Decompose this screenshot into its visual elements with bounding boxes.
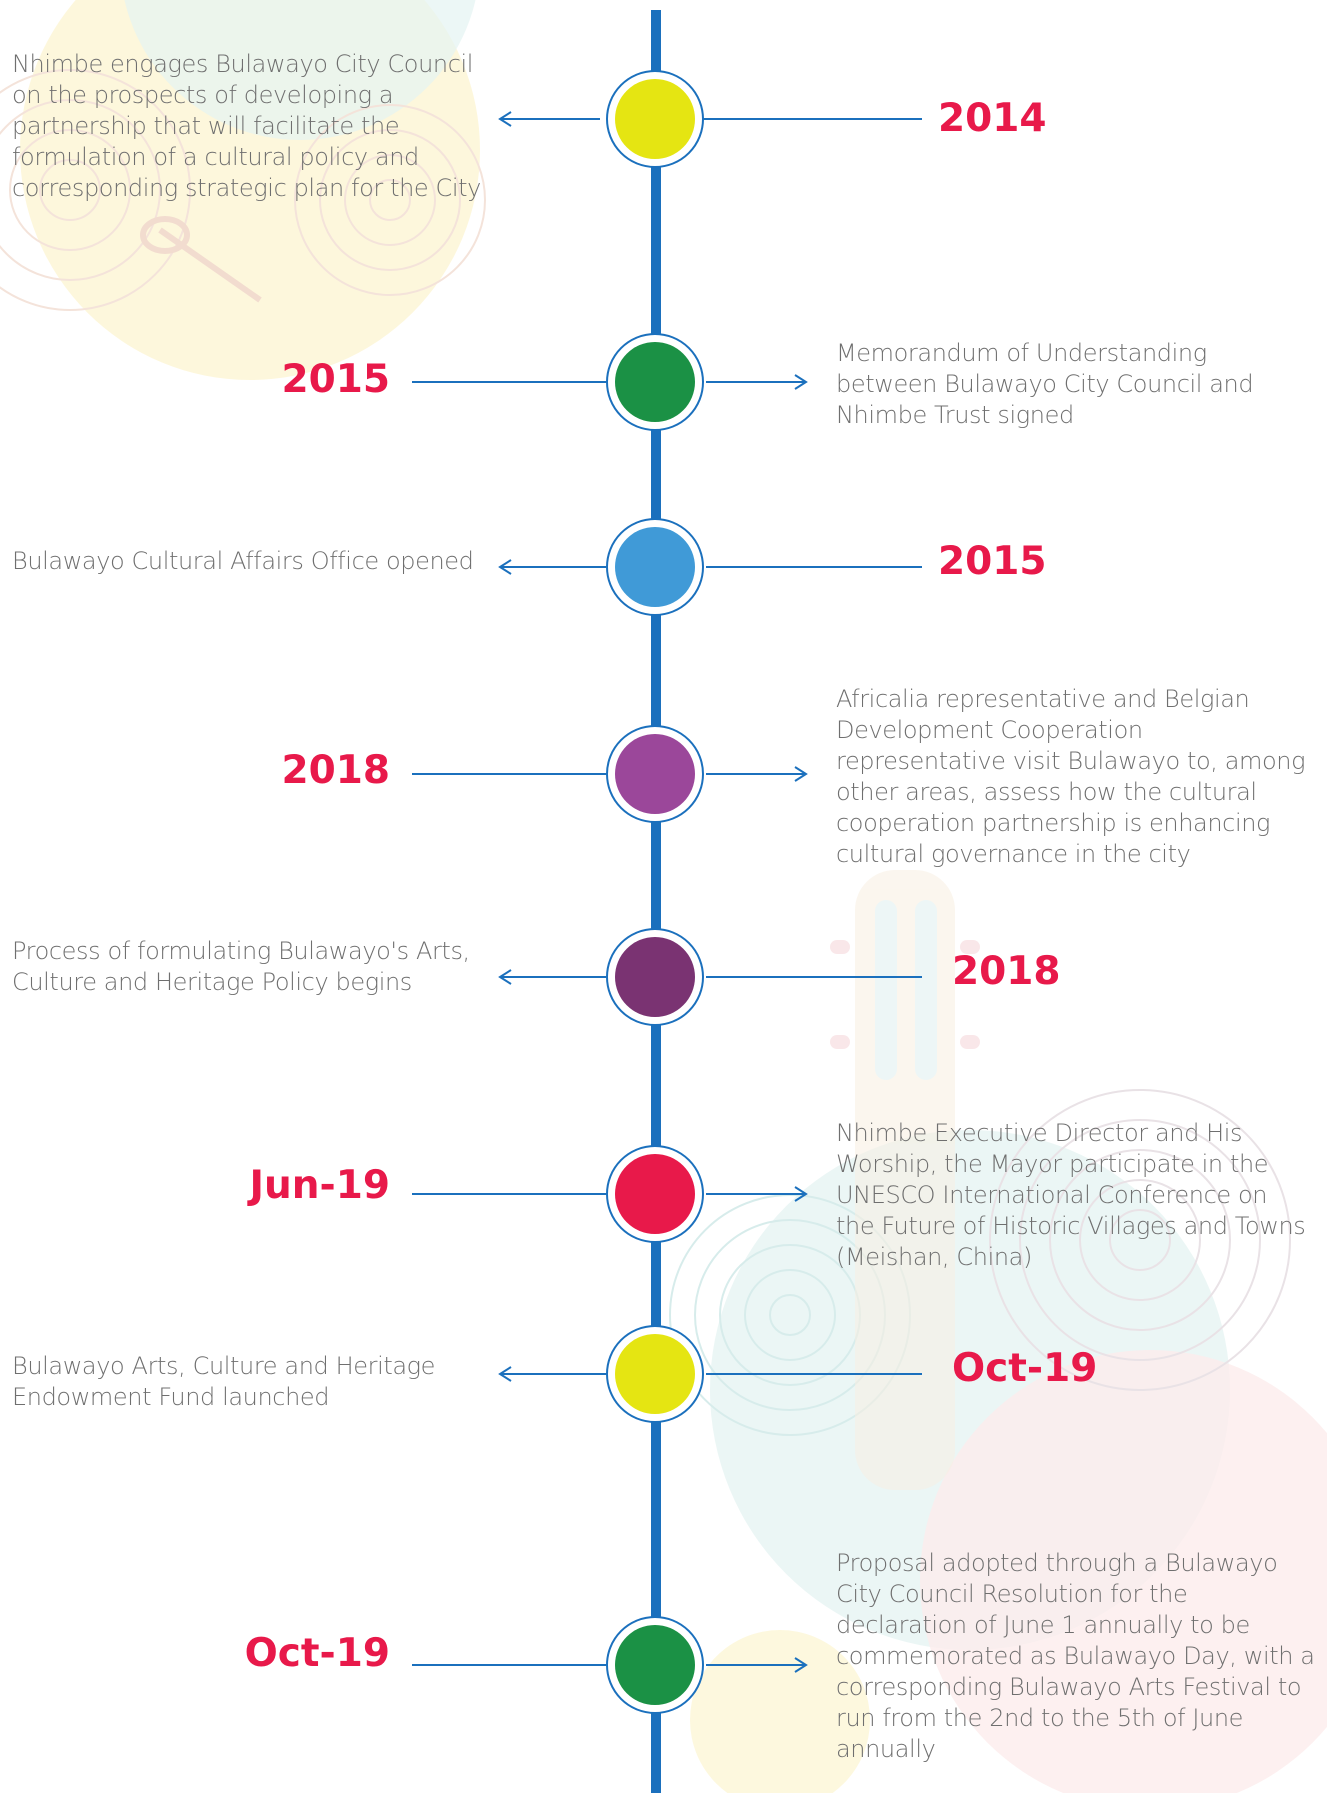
connector-line-left — [412, 381, 606, 383]
connector-line-left — [412, 773, 606, 775]
bg-circle-yellow-bottom — [690, 1630, 870, 1793]
event-description: Africalia representative and Belgian Dev… — [836, 685, 1306, 868]
node-fill — [615, 1154, 695, 1234]
connector-line-right — [706, 1373, 922, 1375]
arrow-right-icon — [794, 766, 808, 782]
arrow-right-icon — [794, 374, 808, 390]
connector-line-right — [706, 1193, 804, 1195]
bg-circle-pink-bottom — [920, 1350, 1327, 1793]
connector-line-right — [706, 1664, 804, 1666]
event-date: Oct-19 — [244, 1631, 390, 1676]
timeline-node-plum — [606, 928, 704, 1026]
event-description: Nhimbe Executive Director and His Worshi… — [836, 1119, 1306, 1271]
connector-line-left — [500, 1373, 606, 1375]
bg-rings-bottom-right — [989, 1089, 1291, 1391]
connector-line-right — [706, 566, 922, 568]
connector-line-left — [412, 1193, 606, 1195]
node-fill — [615, 734, 695, 814]
arrow-left-icon — [498, 969, 512, 985]
node-fill — [615, 342, 695, 422]
arrow-right-icon — [794, 1657, 808, 1673]
timeline-node-yellow — [606, 1325, 704, 1423]
bg-guitar-neck — [830, 870, 980, 1490]
event-date: 2015 — [938, 539, 1047, 584]
event-description: Memorandum of Understanding between Bula… — [836, 339, 1254, 429]
bg-rings-top-left — [0, 69, 191, 311]
event-date: Oct-19 — [952, 1346, 1098, 1391]
node-fill — [615, 79, 695, 159]
connector-line-left — [500, 118, 600, 120]
connector-line-left — [500, 566, 606, 568]
node-fill — [615, 1334, 695, 1414]
timeline-node-yellow — [606, 70, 704, 168]
bg-music-note-top — [140, 216, 262, 303]
timeline-node-crimson — [606, 1145, 704, 1243]
connector-line-left — [500, 976, 606, 978]
connector-line-right — [706, 381, 804, 383]
connector-line-left — [412, 1664, 606, 1666]
timeline-node-violet — [606, 725, 704, 823]
event-description: Proposal adopted through a Bulawayo City… — [836, 1549, 1315, 1763]
arrow-left-icon — [498, 1366, 512, 1382]
connector-line-right — [706, 976, 922, 978]
arrow-left-icon — [498, 559, 512, 575]
event-date: 2018 — [952, 949, 1061, 994]
event-date: 2018 — [281, 748, 390, 793]
event-description: Bulawayo Arts, Culture and Heritage Endo… — [12, 1352, 436, 1411]
node-fill — [615, 937, 695, 1017]
connector-line-right — [706, 773, 804, 775]
event-date: Jun-19 — [249, 1163, 391, 1208]
timeline-node-green — [606, 1616, 704, 1714]
timeline-node-light-blue — [606, 518, 704, 616]
event-date: 2015 — [281, 357, 390, 402]
connector-line-right — [700, 118, 922, 120]
event-description: Nhimbe engages Bulawayo City Council on … — [12, 50, 481, 202]
timeline-spine — [651, 10, 661, 1793]
arrow-left-icon — [498, 111, 512, 127]
timeline-node-green — [606, 333, 704, 431]
bg-rings-top-center — [294, 104, 486, 296]
event-date: 2014 — [938, 96, 1047, 141]
node-fill — [615, 527, 695, 607]
event-description: Bulawayo Cultural Affairs Office opened — [12, 547, 474, 575]
event-description: Process of formulating Bulawayo's Arts, … — [12, 937, 470, 996]
arrow-right-icon — [794, 1186, 808, 1202]
node-fill — [615, 1625, 695, 1705]
